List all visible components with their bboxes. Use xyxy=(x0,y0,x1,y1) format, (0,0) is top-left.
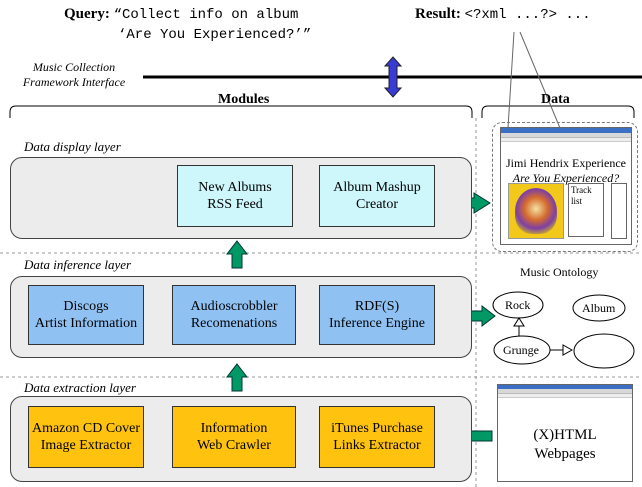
browser-titlebar xyxy=(498,385,632,389)
framework-label: Music Collection Framework Interface xyxy=(10,60,138,90)
album-cover-image xyxy=(508,183,564,239)
module-label-line1: RDF(S) xyxy=(354,299,400,314)
layer-label-inference: Data inference layer xyxy=(24,257,132,272)
query-label: Query: xyxy=(64,6,110,22)
browser-addressbar xyxy=(498,394,632,398)
track-list-line2: list xyxy=(571,196,583,206)
layer-label-display: Data display layer xyxy=(24,139,121,154)
browser-addressbar xyxy=(501,138,631,142)
browser-toolbar xyxy=(498,389,632,394)
xhtml-webpage-screenshot: (X)HTML Webpages xyxy=(497,384,633,482)
framework-line2: Framework Interface xyxy=(22,75,126,89)
module-label-line2: Recomenations xyxy=(190,316,278,331)
query-text-line1: “Collect info on album xyxy=(113,7,299,23)
module-label-line2: Inference Engine xyxy=(329,316,425,331)
ontology-subclass-arrowhead xyxy=(513,317,525,327)
framework-line1: Music Collection xyxy=(32,60,116,74)
layer-label-extraction: Data extraction layer xyxy=(24,380,136,395)
mashup-title: Jimi Hendrix Experience xyxy=(506,156,626,170)
module-label-line1: Audioscrobbler xyxy=(190,299,278,314)
mashup-result-frame xyxy=(492,122,638,252)
module-label-line1: Amazon CD Cover xyxy=(31,421,141,436)
query: Query: “Collect info on album xyxy=(64,6,298,23)
module-label-line1: iTunes Purchase xyxy=(331,421,423,436)
module-label-line1: Discogs xyxy=(63,299,109,314)
mashup-screenshot: Jimi Hendrix Experience Are You Experien… xyxy=(500,127,632,245)
module-label-line2: Creator xyxy=(356,197,398,212)
browser-titlebar xyxy=(501,128,631,133)
module-rdfs-inference-engine: RDF(S) Inference Engine xyxy=(319,285,435,345)
module-label-line1: Information xyxy=(200,421,268,436)
data-heading: Data xyxy=(541,92,570,107)
webpages-line1: (X)HTML xyxy=(533,427,597,443)
result-text: <?xml ...?> ... xyxy=(464,7,591,23)
ontology-node-album xyxy=(572,294,626,322)
ontology-edge-arrowhead xyxy=(562,344,574,356)
module-label-line2: Web Crawler xyxy=(197,438,271,453)
module-label-line2: Artist Information xyxy=(34,316,138,331)
callout-line-2 xyxy=(519,31,561,129)
module-label-line1: Album Mashup xyxy=(333,180,421,195)
modules-bracket xyxy=(9,105,473,118)
result: Result: <?xml ...?> ... xyxy=(415,6,591,23)
ontology-title: Music Ontology xyxy=(520,265,599,279)
mashup-album: Are You Experienced? xyxy=(512,171,620,185)
browser-toolbar xyxy=(501,133,631,138)
result-label: Result: xyxy=(415,6,461,22)
track-list-box: Track list xyxy=(568,183,604,237)
ontology-label-rock: Rock xyxy=(505,298,531,312)
interface-double-arrow xyxy=(383,56,403,98)
up-arrow-1 xyxy=(225,240,249,269)
up-arrow-2 xyxy=(225,363,249,392)
ontology-label-grunge: Grunge xyxy=(503,343,539,357)
webpages-line2: Webpages xyxy=(534,446,596,462)
module-label-line2: RSS Feed xyxy=(207,197,263,212)
ontology-node-empty xyxy=(573,333,635,369)
track-list-line1: Track xyxy=(571,185,592,195)
webpages-label: (X)HTML Webpages xyxy=(498,426,632,464)
modules-heading: Modules xyxy=(218,92,270,107)
data-bracket xyxy=(481,105,635,118)
query-text-line2: ‘Are You Experienced?’” xyxy=(118,27,312,43)
side-panel-box xyxy=(611,183,627,239)
module-label-line2: Image Extractor xyxy=(40,438,132,453)
ontology-node-rock xyxy=(492,291,544,319)
callout-line-1 xyxy=(507,31,515,129)
album-cover-art xyxy=(515,188,557,234)
ontology-label-album: Album xyxy=(582,301,616,315)
module-label-line2: Links Extractor xyxy=(333,438,421,453)
module-label-line1: New Albums xyxy=(198,180,272,195)
